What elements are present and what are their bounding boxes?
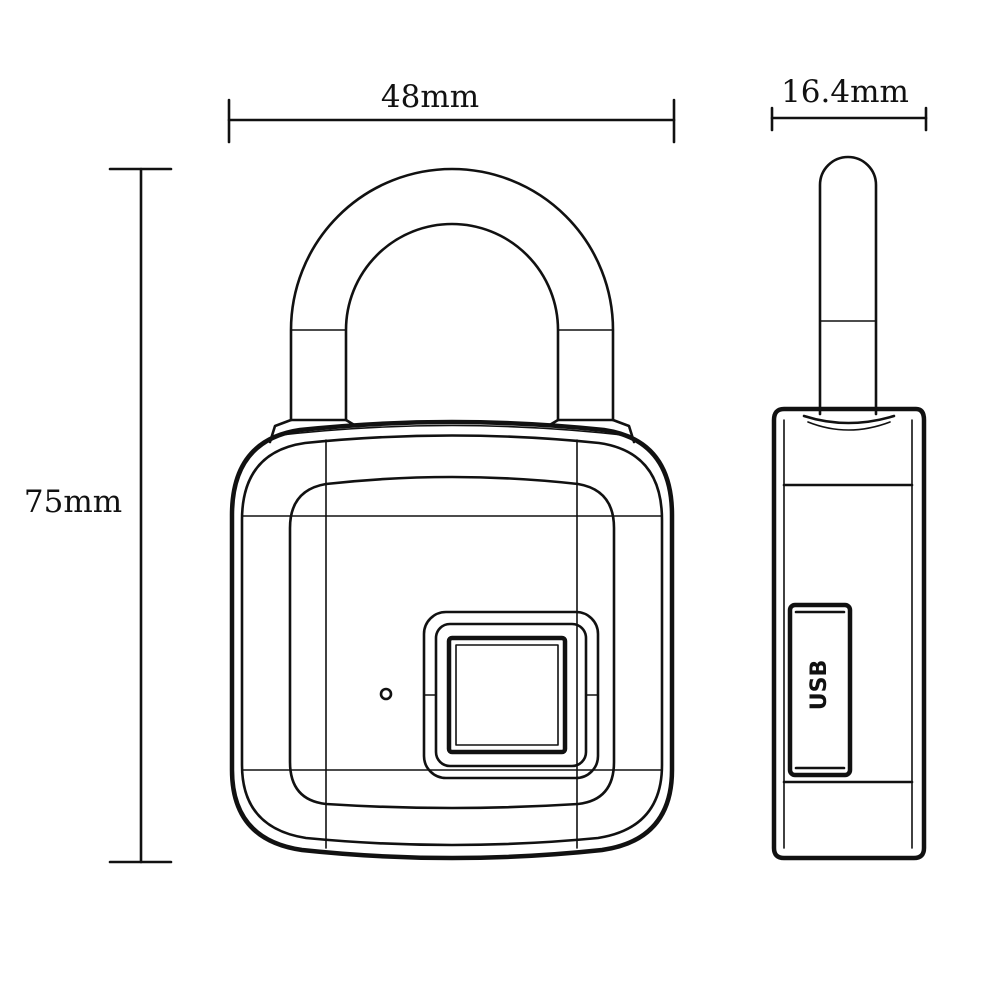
- side-shackle-outline: [818, 155, 878, 416]
- sensor-pad-inner: [455, 644, 559, 746]
- height-dimension-label: 75mm: [24, 484, 122, 520]
- usb-port-cover: [787, 602, 853, 778]
- width-dimension: 48mm: [227, 79, 676, 144]
- side-shackle: [818, 155, 878, 416]
- padlock-front-view: [229, 167, 675, 861]
- side-collar-curve: [802, 414, 896, 425]
- side-body: [771, 406, 927, 861]
- padlock-side-view: USB: [771, 155, 927, 861]
- sensor-pad: [446, 635, 568, 755]
- collar-left: [268, 418, 358, 444]
- usb-port-label: USB: [807, 660, 832, 710]
- shackle-outer-edge: [289, 167, 615, 422]
- usb-port: USB: [787, 602, 853, 778]
- width-dimension-label: 48mm: [381, 79, 479, 115]
- side-collar-curve-inner: [807, 421, 891, 431]
- front-face-panel: [288, 475, 616, 810]
- body-collar: [268, 418, 636, 444]
- body-inner-outline: [240, 434, 664, 847]
- collar-seam: [271, 424, 633, 437]
- side-body-outline: [771, 406, 927, 861]
- depth-dimension: 16.4mm: [770, 74, 928, 132]
- depth-dimension-label: 16.4mm: [781, 74, 909, 110]
- indicator-led-icon: [379, 687, 393, 701]
- collar-right: [546, 418, 636, 444]
- height-dimension: 75mm: [24, 167, 173, 864]
- lock-body: [229, 419, 675, 861]
- shackle-inner-edge: [344, 222, 560, 422]
- fingerprint-sensor: [422, 610, 600, 780]
- shackle: [289, 167, 615, 422]
- body-outer-outline: [229, 419, 675, 861]
